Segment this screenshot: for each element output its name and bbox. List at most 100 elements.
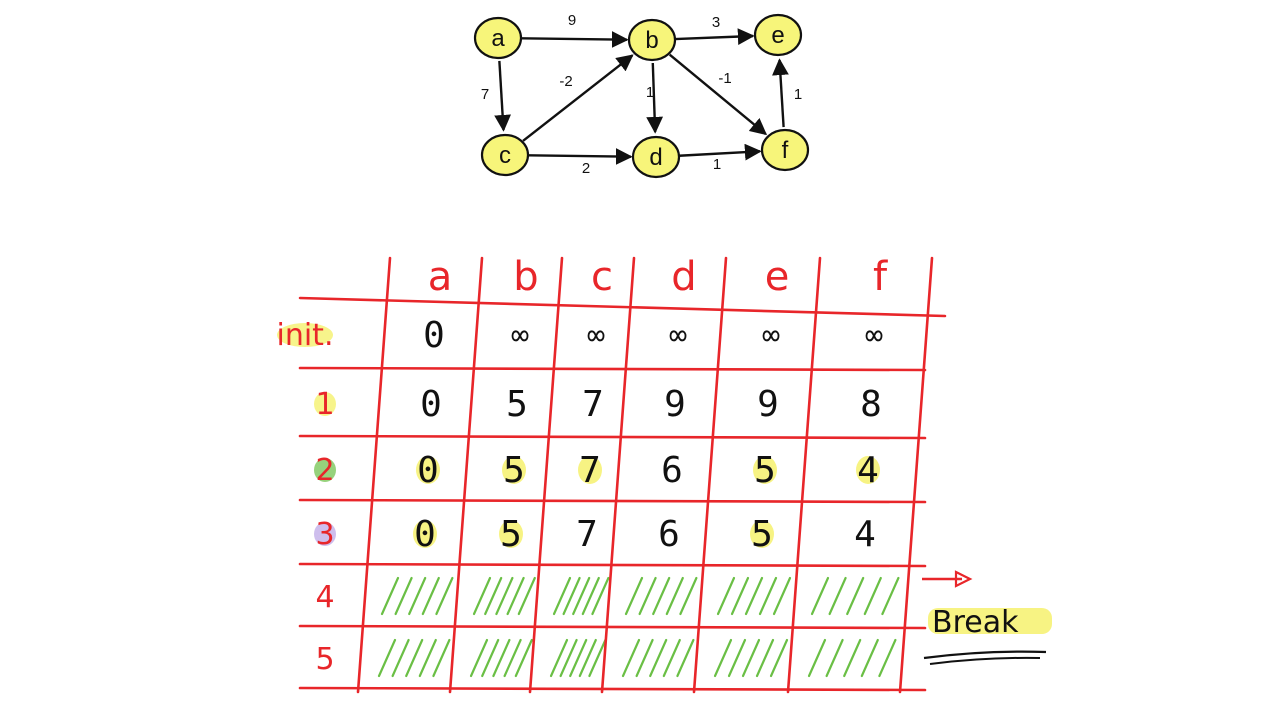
hatch-stroke xyxy=(421,576,440,616)
row-label-4: 4 xyxy=(315,580,334,615)
cell-highlight-3-4 xyxy=(750,520,774,548)
hatch-stroke xyxy=(492,638,511,678)
hatch-stroke xyxy=(716,576,736,616)
hatch-stroke xyxy=(506,576,525,616)
hatch-stroke xyxy=(772,576,792,616)
hatch-cell-5-5 xyxy=(807,638,897,678)
hatch-cell-5-2 xyxy=(549,638,607,678)
edge-a-b xyxy=(520,31,629,48)
edge-c-b xyxy=(522,54,634,142)
node-label-d: d xyxy=(649,144,662,171)
hatch-stroke xyxy=(391,638,410,678)
hatch-stroke xyxy=(569,638,588,678)
hatch-stroke xyxy=(727,638,747,678)
node-circle-e xyxy=(753,13,803,57)
graph-node-b: b xyxy=(627,18,677,62)
hatch-cell-4-4 xyxy=(716,576,792,616)
grid-vline-5 xyxy=(786,256,822,694)
hatch-stroke xyxy=(878,638,897,678)
hatch-stroke xyxy=(662,638,681,678)
graph-node-f: f xyxy=(760,128,810,172)
node-circle-f xyxy=(760,128,810,172)
cell-1-c: 7 xyxy=(582,384,604,425)
edge-weight-b-f: -1 xyxy=(718,70,731,87)
grid-hline-4 xyxy=(298,562,927,568)
hatch-stroke xyxy=(758,576,778,616)
hatch-stroke xyxy=(621,638,641,678)
hatch-stroke xyxy=(552,576,572,616)
hatch-stroke xyxy=(652,576,671,616)
edge-b-e xyxy=(674,28,755,45)
edge-f-e xyxy=(772,58,789,128)
hatch-cell-4-2 xyxy=(552,576,610,616)
hatch-cell-4-0 xyxy=(380,576,454,616)
row-label-highlight-1 xyxy=(314,392,336,416)
edge-a-c xyxy=(494,60,511,132)
edge-weight-a-b: 9 xyxy=(568,12,576,29)
row-label-3: 3 xyxy=(315,517,334,552)
hatch-stroke xyxy=(380,576,400,616)
cell-2-c: 7 xyxy=(579,450,601,491)
hatch-stroke xyxy=(676,638,695,678)
column-header-b: b xyxy=(513,254,538,300)
grid-vline-1 xyxy=(448,256,484,694)
annotation-underline xyxy=(923,650,1047,660)
hatch-stroke xyxy=(484,576,503,616)
annotation-underline-2 xyxy=(929,656,1041,665)
column-header-d: d xyxy=(671,254,696,300)
cell-2-a: 0 xyxy=(417,450,439,491)
node-circle-a xyxy=(473,16,523,60)
hatch-stroke xyxy=(807,638,827,678)
hatch-stroke xyxy=(394,576,413,616)
hatch-stroke xyxy=(860,638,879,678)
hatch-stroke xyxy=(635,638,654,678)
node-circle-b xyxy=(627,18,677,62)
hatch-stroke xyxy=(418,638,437,678)
hatch-stroke xyxy=(863,576,882,616)
grid-hline-2 xyxy=(298,434,927,440)
node-circle-d xyxy=(631,135,681,179)
cell-highlight-3-1 xyxy=(499,520,523,548)
cell-2-d: 6 xyxy=(661,450,683,491)
cell-1-f: 8 xyxy=(860,384,882,425)
node-label-e: e xyxy=(771,22,784,49)
cell-3-b: 5 xyxy=(500,514,522,555)
cell-3-a: 0 xyxy=(414,514,436,555)
cell-1-d: 9 xyxy=(664,384,686,425)
grid-vline-6 xyxy=(898,256,934,694)
grid-hline-5 xyxy=(298,624,927,630)
hatch-stroke xyxy=(744,576,764,616)
hatch-stroke xyxy=(572,576,591,616)
row-label-1: 1 xyxy=(315,387,334,422)
grid-hline-1 xyxy=(298,366,927,372)
hatch-stroke xyxy=(825,638,844,678)
edge-weight-b-e: 3 xyxy=(712,14,720,31)
grid-vline-0 xyxy=(356,256,392,694)
hatch-stroke xyxy=(581,576,600,616)
hatch-stroke xyxy=(432,638,451,678)
edge-b-f xyxy=(668,53,768,136)
cell-2-b: 5 xyxy=(503,450,525,491)
cell-3-f: 4 xyxy=(854,514,876,555)
row-label-0: init. xyxy=(277,318,334,353)
hatch-cell-4-3 xyxy=(624,576,698,616)
grid-vline-4 xyxy=(692,256,728,694)
grid-hline-0 xyxy=(298,296,947,318)
graph-node-a: a xyxy=(473,16,523,60)
hatch-stroke xyxy=(638,576,657,616)
cell-1-a: 0 xyxy=(420,384,442,425)
column-header-f: f xyxy=(873,254,888,300)
hatch-stroke xyxy=(435,576,454,616)
edge-weight-d-f: 1 xyxy=(713,156,721,173)
hatch-stroke xyxy=(562,576,581,616)
edge-d-f xyxy=(678,143,762,161)
hatch-stroke xyxy=(559,638,578,678)
node-label-a: a xyxy=(491,25,505,52)
hatch-cell-5-3 xyxy=(621,638,695,678)
hatch-stroke xyxy=(713,638,733,678)
hatch-stroke xyxy=(517,576,536,616)
